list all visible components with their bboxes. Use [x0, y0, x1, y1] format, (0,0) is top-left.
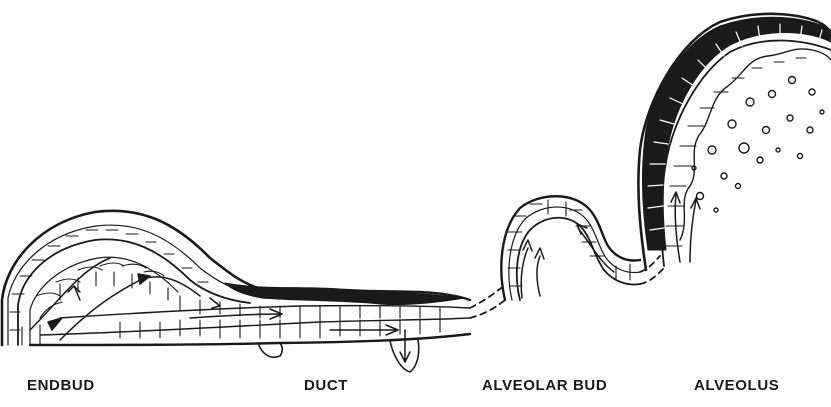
alveolar-bud-flow-arrows [521, 224, 614, 298]
duct-pouch-left [258, 343, 282, 357]
duct-lower-wall [30, 334, 470, 345]
alveolus [638, 14, 831, 270]
duct-lumen-line-2 [60, 306, 470, 318]
label-duct: DUCT [304, 377, 348, 394]
endbud-cell-mosaic [10, 230, 208, 345]
endbud-flow-arrows [30, 258, 200, 340]
label-alveolus: ALVEOLUS [694, 377, 779, 394]
duct [30, 283, 505, 372]
alveolar-bud-outer [501, 196, 640, 300]
alveolus-dark-band [642, 17, 831, 250]
duct-dashed-continuation [470, 285, 505, 318]
alveolus-secretion-droplets [692, 77, 824, 213]
label-endbud: ENDBUD [27, 377, 95, 394]
label-alveolar-bud: ALVEOLAR BUD [482, 377, 607, 394]
duct-dark-band [225, 283, 465, 305]
alveolus-flow-arrows [671, 192, 700, 262]
